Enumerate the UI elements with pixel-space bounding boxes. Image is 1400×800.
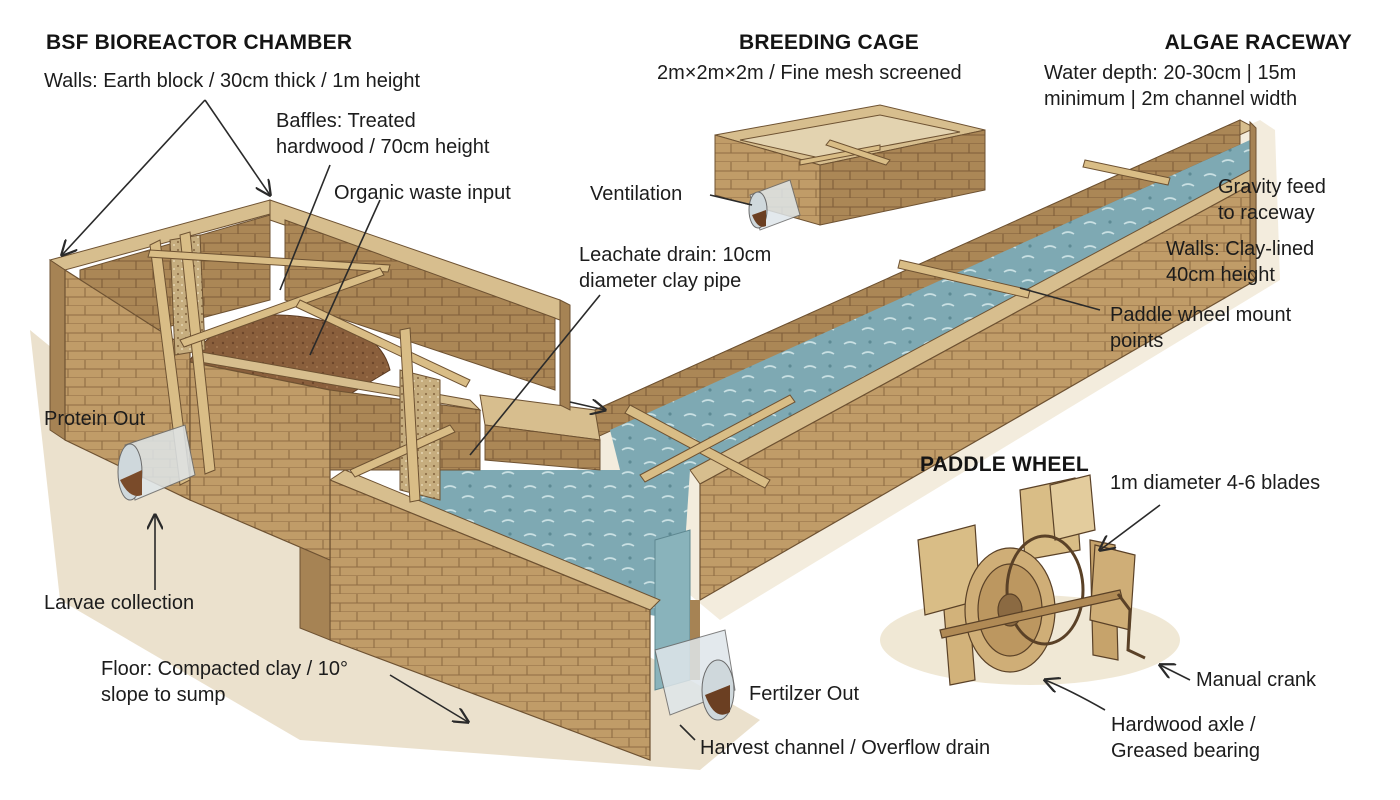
label-wheel-diameter: 1m diameter 4-6 blades (1110, 472, 1321, 494)
label-organic-waste: Organic waste input (334, 182, 511, 204)
label-paddle-mount-2: points (1110, 330, 1164, 352)
bsf-chamber-title: BSF BIOREACTOR CHAMBER (46, 31, 353, 54)
baffle-timbers (147, 231, 471, 503)
label-larvae-collection: Larvae collection (44, 592, 195, 614)
fertilizer-out-pipe (654, 629, 736, 721)
leader-lines (62, 99, 1191, 741)
label-water-depth-1: Water depth: 20-30cm | 15m (1044, 62, 1297, 84)
label-walls-bsf: Walls: Earth block / 30cm thick / 1m hei… (44, 70, 421, 92)
label-gravity-1: Gravity feed (1218, 176, 1326, 198)
label-walls-clay-1: Walls: Clay-lined (1166, 238, 1315, 260)
protein-out-pipe (117, 424, 196, 501)
paddle-wheel-title: PADDLE WHEEL (920, 453, 1089, 476)
label-floor-2: slope to sump (101, 684, 226, 706)
label-floor-1: Floor: Compacted clay / 10° (101, 658, 348, 680)
label-water-depth-2: minimum | 2m channel width (1044, 88, 1298, 110)
label-walls-clay-2: 40cm height (1166, 264, 1275, 286)
label-axle-2: Greased bearing (1111, 740, 1260, 762)
algae-raceway-title: ALGAE RACEWAY (1164, 31, 1352, 54)
label-baffles-1: Baffles: Treated (276, 110, 416, 132)
label-axle-1: Hardwood axle / (1111, 714, 1256, 736)
label-breeding-spec: 2m×2m×2m / Fine mesh screened (657, 62, 962, 84)
label-harvest-channel: Harvest channel / Overflow drain (700, 737, 991, 759)
label-fertilizer-out: Fertilzer Out (749, 683, 860, 705)
label-leachate-2: diameter clay pipe (579, 270, 742, 292)
label-gravity-2: to raceway (1218, 202, 1315, 224)
label-leachate-1: Leachate drain: 10cm (579, 244, 772, 266)
raceway-crossbeams (624, 159, 1171, 489)
paddle-wheel (917, 474, 1146, 686)
label-manual-crank: Manual crank (1196, 669, 1317, 691)
label-protein-out: Protein Out (44, 408, 146, 430)
label-paddle-mount-1: Paddle wheel mount (1110, 304, 1292, 326)
label-ventilation: Ventilation (590, 183, 683, 205)
algae-raceway (593, 119, 1257, 602)
label-baffles-2: hardwood / 70cm height (276, 136, 490, 158)
ventilation-pipe (748, 179, 801, 231)
breeding-cage-title: BREEDING CAGE (739, 31, 919, 54)
